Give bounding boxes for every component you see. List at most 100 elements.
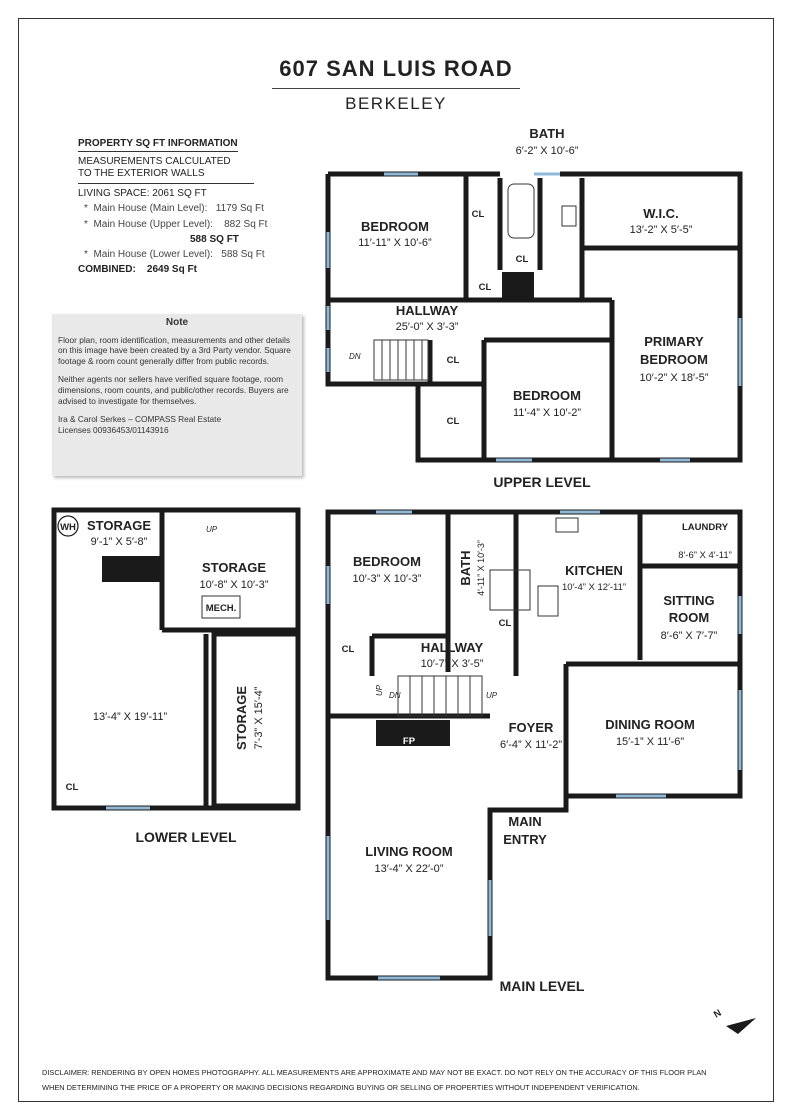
lower-storage-1-name: STORAGE xyxy=(87,518,151,533)
lower-storage-1-dim: 9′-1” X 5′-8” xyxy=(91,536,148,548)
note-title: Note xyxy=(165,317,189,328)
page-title: 607 SAN LUIS ROAD xyxy=(279,56,513,81)
primary-bedroom-dim: 10′-2” X 18′-5” xyxy=(640,372,709,384)
main-closet-2: CL xyxy=(499,618,512,629)
disclaimer: DISCLAIMER: RENDERING BY OPEN HOMES PHOT… xyxy=(42,1065,762,1095)
upper-bath-name: BATH xyxy=(529,126,564,141)
upper-level-label: UPPER LEVEL xyxy=(493,474,591,490)
upper-closet-1: CL xyxy=(472,209,485,220)
upper-level-sqft-value: 882 Sq Ft xyxy=(224,219,268,230)
upper-bedroom-1-name: BEDROOM xyxy=(361,219,429,234)
upper-bedroom-2-name: BEDROOM xyxy=(513,388,581,403)
lower-level-walls xyxy=(51,507,301,811)
upper-sink-icon xyxy=(561,205,577,227)
lower-level-labels: WH STORAGE 9′-1” X 5′-8” STORAGE 10′-8” … xyxy=(57,515,269,845)
laundry-name: LAUNDRY xyxy=(682,522,729,533)
note-box: Note Floor plan, room identification, me… xyxy=(52,314,302,476)
combined-label: COMBINED: xyxy=(78,264,136,275)
living-space: LIVING SPACE: 2061 SQ FT xyxy=(78,188,207,199)
kitchen-fixtures xyxy=(489,517,579,617)
note-agents: Ira & Carol Serkes – COMPASS Real Estate xyxy=(58,414,222,425)
main-hallway-name: HALLWAY xyxy=(421,640,484,655)
main-hallway-dim: 10′-7” X 3′-5” xyxy=(421,658,484,670)
foyer-dim: 6′-4” X 11′-2” xyxy=(500,739,562,751)
sqft-heading: PROPERTY SQ FT INFORMATION xyxy=(78,138,238,152)
lower-level-sqft: * Main House (Lower Level): 588 Sq Ft xyxy=(84,249,265,260)
upper-closet-5: CL xyxy=(447,416,460,427)
laundry-dim: 8′-6” X 4′-11” xyxy=(678,550,732,561)
main-stairs-down-label: DN xyxy=(389,691,401,700)
lower-storage-2-dim: 10′-8” X 10′-3” xyxy=(200,579,269,591)
lower-storage-3-name: STORAGE xyxy=(234,686,249,750)
fireplace xyxy=(376,720,450,746)
main-level-sqft-value: 1179 Sq Ft xyxy=(215,203,264,214)
main-stairs xyxy=(397,675,483,717)
north-arrow-icon xyxy=(726,1018,756,1034)
living-room-dim: 13′-4” X 22′-0” xyxy=(375,863,444,875)
disclaimer-line-1: DISCLAIMER: RENDERING BY OPEN HOMES PHOT… xyxy=(42,1068,707,1077)
main-level-labels: BEDROOM 10′-3” X 10′-3” BATH 4′-11” X 10… xyxy=(342,522,732,994)
sitting-room-name-1: SITTING xyxy=(663,593,714,608)
upper-stairs-down-label: DN xyxy=(349,352,361,361)
upper-bedroom-1-dim: 11′-11” X 10′-6” xyxy=(358,237,432,249)
main-level-label: MAIN LEVEL xyxy=(500,978,585,994)
compass-rose xyxy=(726,1018,756,1034)
main-entry-line-2: ENTRY xyxy=(503,832,547,847)
main-bedroom-name: BEDROOM xyxy=(353,554,421,569)
upper-level-sqft: * Main House (Upper Level): 882 Sq Ft xyxy=(84,219,268,230)
foyer-name: FOYER xyxy=(509,720,554,735)
lower-storage-3-dim: 7′-3” X 15′-4” xyxy=(253,686,265,749)
upper-level-labels: BATH 6′-2” X 10′-6” BEDROOM 11′-11” X 10… xyxy=(349,126,709,490)
upper-closet-3: CL xyxy=(479,282,492,293)
sqft-divider xyxy=(78,183,254,184)
upper-hallway-dim: 25′-0” X 3′-3” xyxy=(396,321,459,333)
lower-closet: CL xyxy=(66,782,79,793)
measure-line-2: TO THE EXTERIOR WALLS xyxy=(78,168,205,179)
water-heater-label: WH xyxy=(60,522,76,533)
lower-level-sqft-value: 588 Sq Ft xyxy=(221,249,265,260)
lower-level-sqft-label: Main House (Lower Level): xyxy=(93,249,213,260)
combined-value: 2649 Sq Ft xyxy=(146,264,197,275)
upper-level-sqft-label: Main House (Upper Level): xyxy=(93,219,213,230)
sqft-info: PROPERTY SQ FT INFORMATION MEASUREMENTS … xyxy=(78,138,298,277)
disclaimer-line-2: WHEN DETERMINING THE PRICE OF A PROPERTY… xyxy=(42,1083,640,1092)
wic-name: W.I.C. xyxy=(643,206,678,221)
note-paragraph-1: Floor plan, room identification, measure… xyxy=(58,334,291,366)
primary-bedroom-name-2: BEDROOM xyxy=(640,352,708,367)
main-bath-dim: 4′-11” X 10′-3” xyxy=(476,540,486,596)
upper-bedroom-2-dim: 11′-4” X 10′-2” xyxy=(513,407,581,419)
main-bedroom-dim: 10′-3” X 10′-3” xyxy=(353,573,422,585)
dining-room-dim: 15′-1” X 11′-6” xyxy=(616,736,684,748)
page-subtitle: BERKELEY xyxy=(345,94,447,113)
upper-closet-2: CL xyxy=(516,254,529,265)
upper-level-windows xyxy=(326,172,742,462)
combined-sqft: COMBINED: 2649 Sq Ft xyxy=(78,263,298,277)
main-stairs-up-label-2: UP xyxy=(486,691,498,700)
kitchen-name: KITCHEN xyxy=(565,563,623,578)
mech-label: MECH. xyxy=(206,603,237,614)
mech-box xyxy=(201,595,241,619)
lower-level-label: LOWER LEVEL xyxy=(135,829,237,845)
page-border xyxy=(18,18,774,1102)
upper-bath-dim: 6′-2” X 10′-6” xyxy=(516,145,579,157)
water-heater-icon xyxy=(57,515,79,537)
main-closet-1: CL xyxy=(342,644,355,655)
main-level-windows xyxy=(326,510,742,980)
main-entry-line-1: MAIN xyxy=(508,814,541,829)
lower-stairs-up-label: UP xyxy=(206,525,218,534)
kitchen-dim: 10′-4” X 12′-11” xyxy=(562,582,626,593)
fireplace-label: FP xyxy=(403,736,416,747)
upper-hallway-name: HALLWAY xyxy=(396,303,459,318)
upper-chimney xyxy=(502,272,534,298)
upper-stairs xyxy=(373,339,429,381)
lower-chimney xyxy=(102,556,160,582)
primary-bedroom-name-1: PRIMARY xyxy=(644,334,704,349)
main-stairs-up-label-1: UP xyxy=(375,684,384,696)
title-divider xyxy=(272,88,520,89)
main-bath-name: BATH xyxy=(458,550,473,585)
sitting-room-name-2: ROOM xyxy=(669,610,709,625)
compass-north-label: N xyxy=(712,1008,724,1021)
lower-storage-2-name: STORAGE xyxy=(202,560,266,575)
main-level-sqft-label: Main House (Main Level): xyxy=(93,203,208,214)
